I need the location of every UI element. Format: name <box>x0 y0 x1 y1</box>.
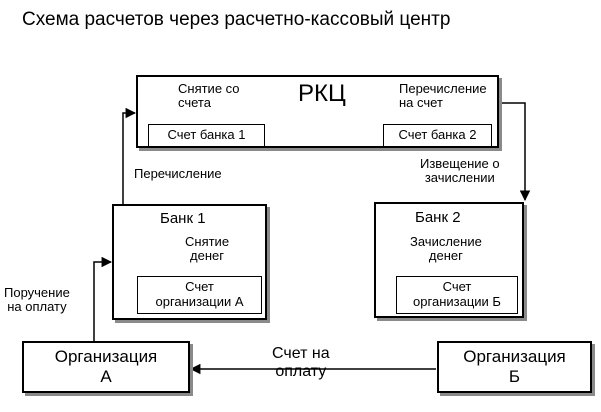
rkc-left-caption: Снятие со счета <box>178 81 240 111</box>
bank2-action: Зачисление денег <box>410 234 482 264</box>
diagram-title: Схема расчетов через расчетно-кассовый ц… <box>22 9 451 30</box>
bank2-account-in-rkc: Счет банка 2 <box>383 124 492 147</box>
payment-order-label: Поручение на оплату <box>4 285 70 315</box>
notice-label: Извещение о зачислении <box>420 156 500 186</box>
invoice-label: Счет на оплату <box>272 345 330 380</box>
transfer-label: Перечисление <box>134 166 222 181</box>
arrow-bank1-to-rkc <box>122 107 137 204</box>
arrow-rkc-to-bank2 <box>500 102 531 202</box>
bank1-action: Снятие денег <box>185 234 230 264</box>
bank1-account-in-rkc: Счет банка 1 <box>148 124 265 147</box>
rkc-right-caption: Перечисление на счет <box>399 81 487 111</box>
arrow-orga-to-bank1 <box>93 256 113 341</box>
bank2-label: Банк 2 <box>415 209 461 226</box>
rkc-label: РКЦ <box>298 80 346 107</box>
bank1-label: Банк 1 <box>160 210 206 227</box>
